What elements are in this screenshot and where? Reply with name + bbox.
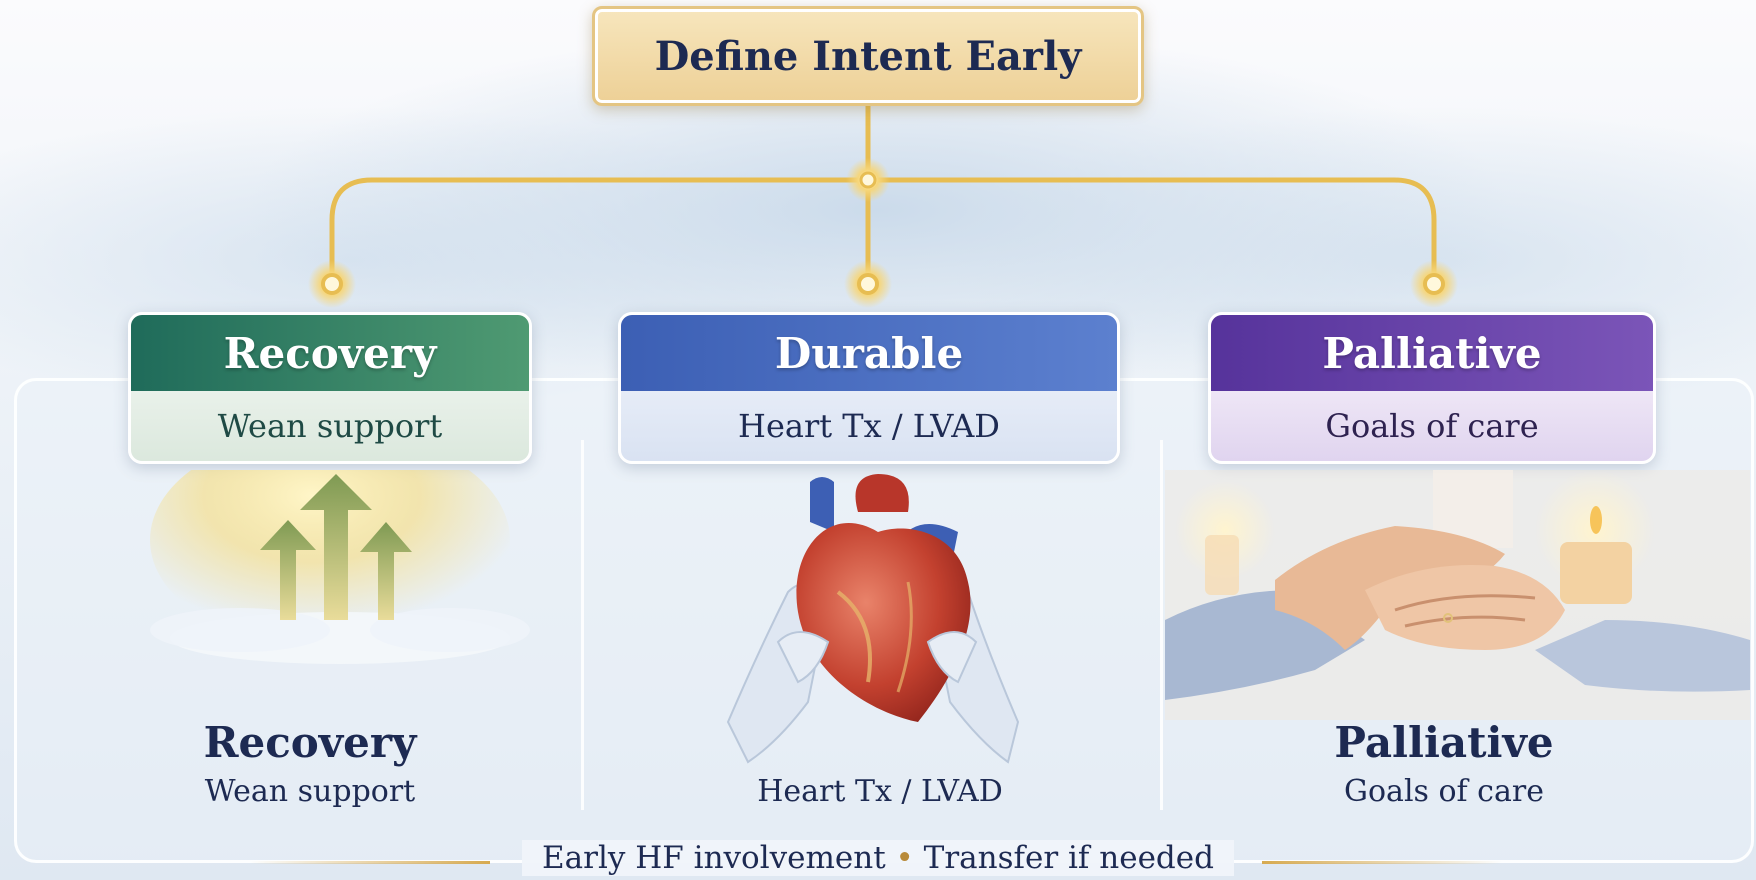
upward-arrows-icon [150, 470, 530, 670]
recovery-label: Recovery [110, 718, 510, 767]
durable-sublabel: Heart Tx / LVAD [680, 774, 1080, 809]
footer-note: Early HF involvement • Transfer if neede… [0, 840, 1756, 876]
divider-left [581, 440, 584, 810]
palliative-header-card: Palliative Goals of care [1208, 312, 1656, 464]
palliative-subheader: Goals of care [1211, 391, 1653, 461]
recovery-subheader: Wean support [131, 391, 529, 461]
durable-subheader: Heart Tx / LVAD [621, 391, 1117, 461]
palliative-sublabel: Goals of care [1244, 774, 1644, 809]
divider-right [1160, 440, 1163, 810]
footer-separator: • [896, 840, 914, 876]
footer-left-text: Early HF involvement [542, 840, 886, 876]
recovery-sublabel: Wean support [110, 774, 510, 809]
holding-hands-icon [1165, 470, 1750, 720]
diagram-title: Define Intent Early [592, 6, 1144, 106]
palliative-header: Palliative [1211, 315, 1653, 391]
palliative-label: Palliative [1244, 718, 1644, 767]
footer-right-text: Transfer if needed [924, 840, 1214, 876]
durable-header-card: Durable Heart Tx / LVAD [618, 312, 1120, 464]
heart-in-hands-icon [718, 472, 1038, 772]
durable-header: Durable [621, 315, 1117, 391]
recovery-header-card: Recovery Wean support [128, 312, 532, 464]
recovery-header: Recovery [131, 315, 529, 391]
